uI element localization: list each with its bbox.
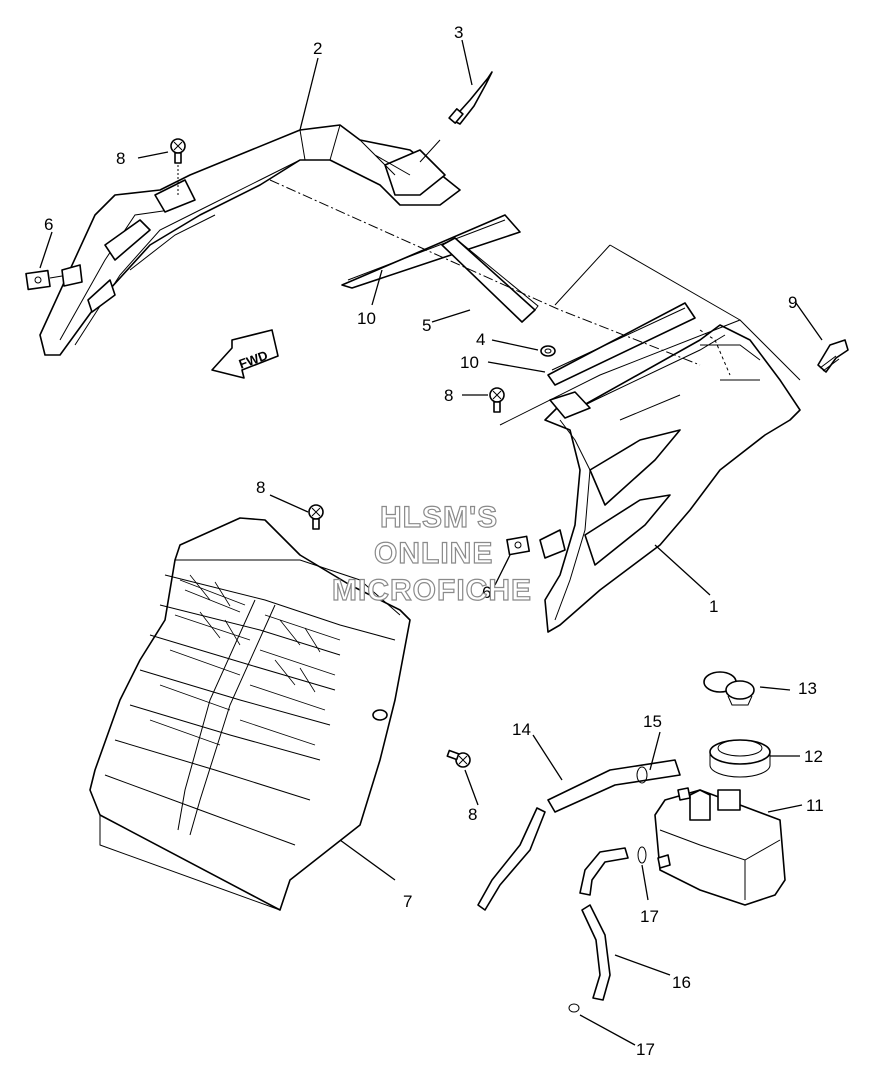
callout-8: 8 [256, 478, 265, 497]
watermark: HLSM'S ONLINE MICROFICHE [331, 500, 532, 607]
part-17-clamp-b [568, 1003, 580, 1013]
part-16-hose [579, 847, 629, 1001]
callout-8: 8 [116, 149, 125, 168]
part-7-grille [89, 517, 411, 911]
part-8-screw-b [489, 387, 505, 413]
callout-3: 3 [454, 23, 463, 42]
callout-6: 6 [44, 215, 53, 234]
callout-9: 9 [788, 293, 797, 312]
part-17-clamp-a [637, 846, 647, 864]
leader-lines [39, 39, 823, 1046]
part-3-rivet [419, 71, 493, 163]
part-10-trim-strip-b [547, 302, 696, 386]
callout-4: 4 [476, 330, 485, 349]
watermark-line-2: ONLINE [374, 537, 493, 570]
part-14-hose [477, 759, 681, 911]
callout-16: 16 [672, 973, 691, 992]
part-8-screw-c [308, 504, 324, 530]
watermark-line-1: HLSM'S [380, 501, 498, 534]
callout-8: 8 [444, 386, 453, 405]
callout-12: 12 [804, 747, 823, 766]
part-4-washer [540, 345, 556, 357]
callout-5: 5 [422, 316, 431, 335]
callout-11: 11 [806, 796, 824, 815]
part-8-screw-d [446, 749, 471, 768]
part-12-tank-neck [709, 739, 771, 778]
callout-1: 1 [709, 597, 718, 616]
callout-15: 15 [643, 712, 662, 731]
callout-10: 10 [357, 309, 376, 328]
part-8-screw-a [170, 138, 186, 195]
part-5-pad [441, 237, 539, 323]
part-11-reservoir-tank [654, 787, 786, 906]
fwd-arrow-icon: FWD [211, 329, 279, 379]
callout-8: 8 [468, 805, 477, 824]
part-2-upper-cover [39, 124, 461, 356]
callout-labels: 2 3 8 6 10 5 4 10 8 9 1 6 8 7 8 13 12 11… [44, 23, 824, 1059]
part-9-bolt [817, 339, 849, 373]
callout-17: 17 [640, 907, 659, 926]
part-6-clip-b [506, 535, 531, 556]
callout-13: 13 [798, 679, 817, 698]
callout-17: 17 [636, 1040, 655, 1059]
watermark-line-3: MICROFICHE [332, 574, 532, 607]
callout-6: 6 [482, 583, 491, 602]
callout-10: 10 [460, 353, 479, 372]
callout-2: 2 [313, 39, 322, 58]
callout-14: 14 [512, 720, 531, 739]
part-13-tank-cap [703, 671, 755, 706]
part-1-side-cover [539, 324, 801, 633]
part-6-clip-a [25, 264, 83, 291]
callout-7: 7 [403, 892, 412, 911]
part-15-clamp [636, 766, 648, 784]
